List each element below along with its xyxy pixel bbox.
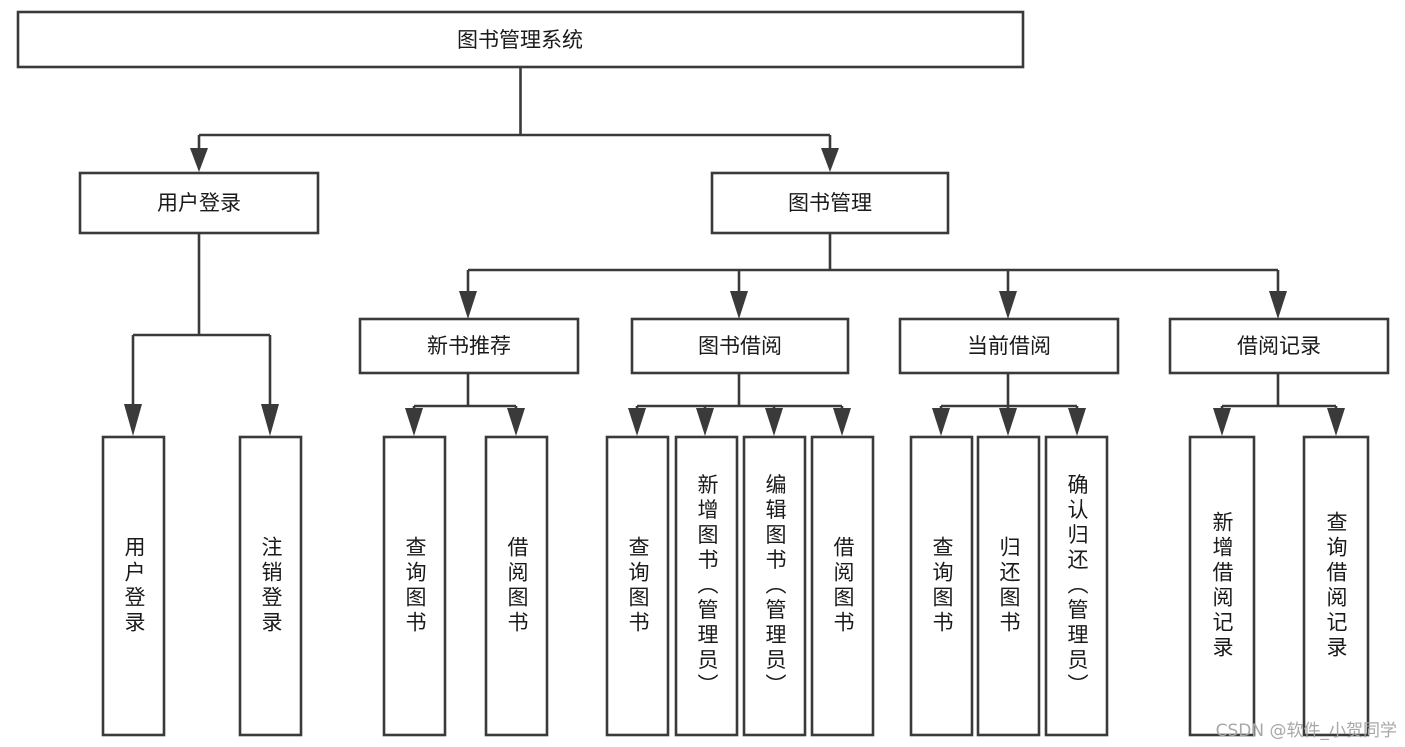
leaf-query-record-label: 查询借阅记录 [1324, 511, 1348, 661]
leaf-query-book-1[interactable]: 查询图书 [382, 435, 447, 737]
node-book-borrow-box[interactable] [630, 317, 850, 375]
arrow-bm-to-current-borrow [999, 291, 1017, 319]
arrow-user-login-leaf-1 [124, 404, 142, 436]
leaf-borrow-book-1[interactable]: 借阅图书 [484, 435, 549, 737]
node-current-borrow-box[interactable] [898, 317, 1120, 375]
leaf-user-login-box[interactable] [101, 435, 166, 737]
node-current-borrow-label: 当前借阅 [967, 334, 1051, 358]
node-new-book-recommend[interactable]: 新书推荐 [358, 317, 580, 375]
arrow-user-login-leaf-2 [261, 404, 279, 436]
arrow-cb-leaf-3 [1068, 408, 1086, 436]
leaf-query-book-2-box[interactable] [605, 435, 670, 737]
leaf-confirm-return-box[interactable] [1044, 435, 1109, 737]
leaf-confirm-return-label: 确认归还（管理员） [1065, 474, 1089, 699]
node-borrow-record-box[interactable] [1168, 317, 1390, 375]
arrow-root-to-book-manage [821, 148, 839, 172]
node-new-book-recommend-box[interactable] [358, 317, 580, 375]
arrow-cb-leaf-1 [932, 408, 950, 436]
node-book-manage-box[interactable] [710, 171, 950, 235]
node-book-borrow[interactable]: 图书借阅 [630, 317, 850, 375]
leaf-add-record-label: 新增借阅记录 [1210, 511, 1234, 661]
node-user-login[interactable]: 用户登录 [78, 171, 320, 235]
leaf-add-record[interactable]: 新增借阅记录 [1188, 435, 1256, 737]
leaf-add-record-box[interactable] [1188, 435, 1256, 737]
node-borrow-record-label: 借阅记录 [1237, 334, 1321, 358]
leaf-edit-book-label: 编辑图书（管理员） [763, 474, 787, 699]
leaf-return-book-box[interactable] [976, 435, 1041, 737]
node-root-label: 图书管理系统 [457, 28, 583, 52]
node-book-manage[interactable]: 图书管理 [710, 171, 950, 235]
leaf-add-book-label: 新增图书（管理员） [695, 474, 719, 699]
leaf-borrow-book-2-box[interactable] [810, 435, 875, 737]
leaf-borrow-book-1-label: 借阅图书 [505, 536, 529, 636]
arrow-bb-leaf-1 [628, 408, 646, 436]
node-borrow-record[interactable]: 借阅记录 [1168, 317, 1390, 375]
leaf-borrow-book-2-label: 借阅图书 [831, 536, 855, 636]
node-new-book-recommend-label: 新书推荐 [427, 334, 511, 358]
arrow-root-to-user-login [190, 148, 208, 172]
leaf-confirm-return[interactable]: 确认归还（管理员） [1044, 435, 1109, 737]
node-user-login-label: 用户登录 [157, 191, 241, 215]
leaf-add-book[interactable]: 新增图书（管理员） [674, 435, 739, 737]
connector-layer [124, 67, 1345, 436]
arrow-bm-to-book-borrow [730, 291, 748, 319]
leaf-query-record-box[interactable] [1302, 435, 1370, 737]
leaf-borrow-book-1-box[interactable] [484, 435, 549, 737]
leaf-add-book-box[interactable] [674, 435, 739, 737]
leaf-query-book-2-label: 查询图书 [626, 536, 650, 636]
leaf-query-book-3-box[interactable] [909, 435, 974, 737]
leaf-return-book-label: 归还图书 [997, 536, 1021, 636]
arrow-nbr-leaf-2 [507, 408, 525, 436]
leaf-query-book-1-box[interactable] [382, 435, 447, 737]
leaf-logout[interactable]: 注销登录 [238, 435, 303, 737]
arrow-bm-to-new-book-rec [459, 291, 477, 319]
arrow-bb-leaf-3 [765, 408, 783, 436]
leaf-query-book-3[interactable]: 查询图书 [909, 435, 974, 737]
node-current-borrow[interactable]: 当前借阅 [898, 317, 1120, 375]
leaf-edit-book[interactable]: 编辑图书（管理员） [742, 435, 807, 737]
node-book-borrow-label: 图书借阅 [698, 334, 782, 358]
arrow-cb-leaf-2 [999, 408, 1017, 436]
leaf-user-login-label: 用户登录 [122, 536, 146, 636]
arrow-bb-leaf-4 [833, 408, 851, 436]
leaf-query-book-2[interactable]: 查询图书 [605, 435, 670, 737]
leaf-logout-box[interactable] [238, 435, 303, 737]
leaf-query-book-3-label: 查询图书 [930, 536, 954, 636]
leaf-edit-book-box[interactable] [742, 435, 807, 737]
node-root-box[interactable] [16, 10, 1025, 69]
leaf-logout-label: 注销登录 [259, 536, 283, 636]
arrow-br-leaf-2 [1327, 408, 1345, 436]
arrow-br-leaf-1 [1213, 408, 1231, 436]
leaf-borrow-book-2[interactable]: 借阅图书 [810, 435, 875, 737]
leaf-query-record[interactable]: 查询借阅记录 [1302, 435, 1370, 737]
leaf-query-book-1-label: 查询图书 [403, 536, 427, 636]
node-user-login-box[interactable] [78, 171, 320, 235]
arrow-bm-to-borrow-record [1269, 291, 1287, 319]
arrow-nbr-leaf-1 [405, 408, 423, 436]
arrow-bb-leaf-2 [696, 408, 714, 436]
node-book-manage-label: 图书管理 [788, 191, 872, 215]
leaf-return-book[interactable]: 归还图书 [976, 435, 1041, 737]
node-root[interactable]: 图书管理系统 [16, 10, 1025, 69]
leaf-user-login[interactable]: 用户登录 [101, 435, 166, 737]
